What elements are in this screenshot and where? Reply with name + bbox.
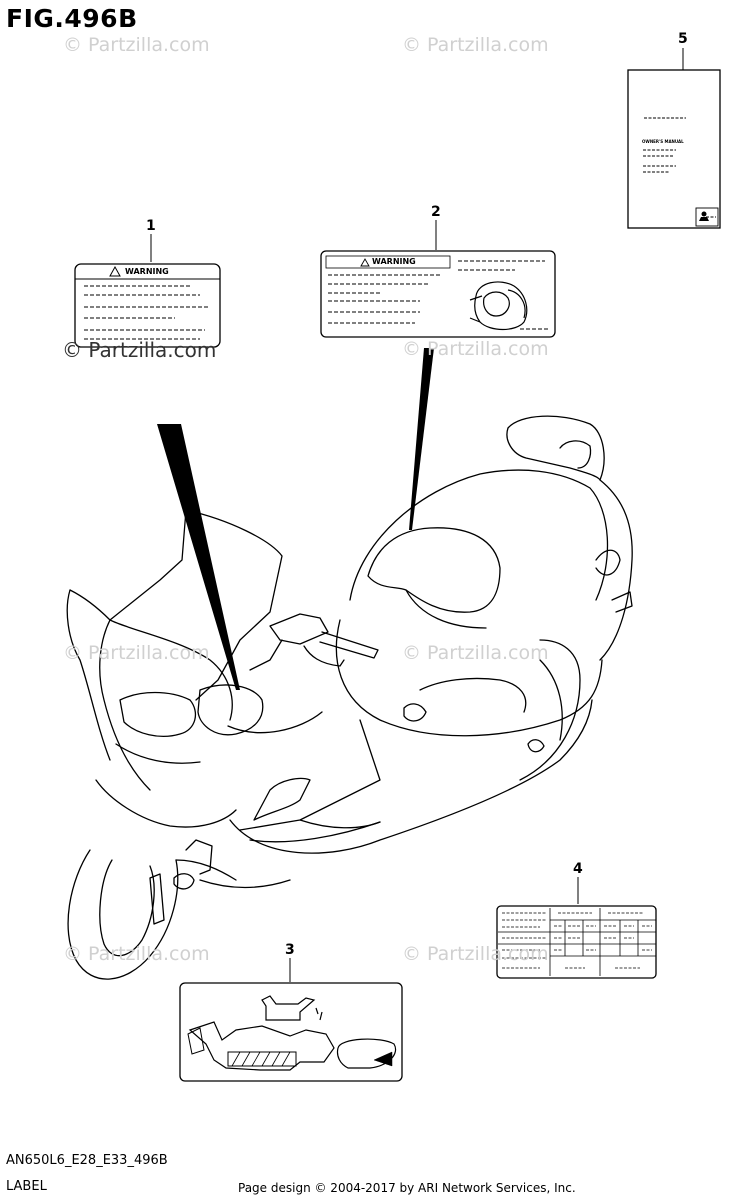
callout-4: 4: [573, 861, 583, 877]
footer-copyright: Page design © 2004-2017 by ARI Network S…: [238, 1181, 576, 1195]
figure-title: FIG.496B: [6, 4, 138, 33]
watermark: © Partzilla.com: [63, 642, 210, 664]
label-2-helmet-warning-sticker: [320, 250, 556, 338]
model-code: AN650L6_E28_E33_496B: [6, 1153, 168, 1168]
watermark: © Partzilla.com: [402, 34, 549, 56]
label-5-owners-manual-text: OWNER'S MANUAL: [642, 139, 684, 144]
figure-caption: LABEL: [6, 1179, 47, 1194]
watermark: © Partzilla.com: [402, 943, 549, 965]
watermark: © Partzilla.com: [402, 642, 549, 664]
label-2-warning-text: WARNING: [372, 257, 416, 266]
callout-ticks: [150, 48, 684, 982]
watermark: © Partzilla.com: [402, 338, 549, 360]
watermark: © Partzilla.com: [62, 338, 217, 362]
callout-2: 2: [431, 204, 441, 220]
leader-pointer-2: [409, 348, 434, 530]
callout-3: 3: [285, 942, 295, 958]
watermark: © Partzilla.com: [63, 34, 210, 56]
callout-5: 5: [678, 31, 688, 47]
label-4-spec-table: [496, 905, 657, 979]
label-3-oil-sticker: [179, 982, 403, 1082]
label-1-warning-text: WARNING: [125, 267, 169, 276]
watermark: © Partzilla.com: [63, 943, 210, 965]
label-5-owners-manual: [627, 69, 721, 229]
leader-pointer-1: [157, 424, 240, 690]
label-1-warning-sticker: [74, 263, 221, 348]
scooter-illustration: [66, 415, 633, 980]
callout-1: 1: [146, 218, 156, 234]
